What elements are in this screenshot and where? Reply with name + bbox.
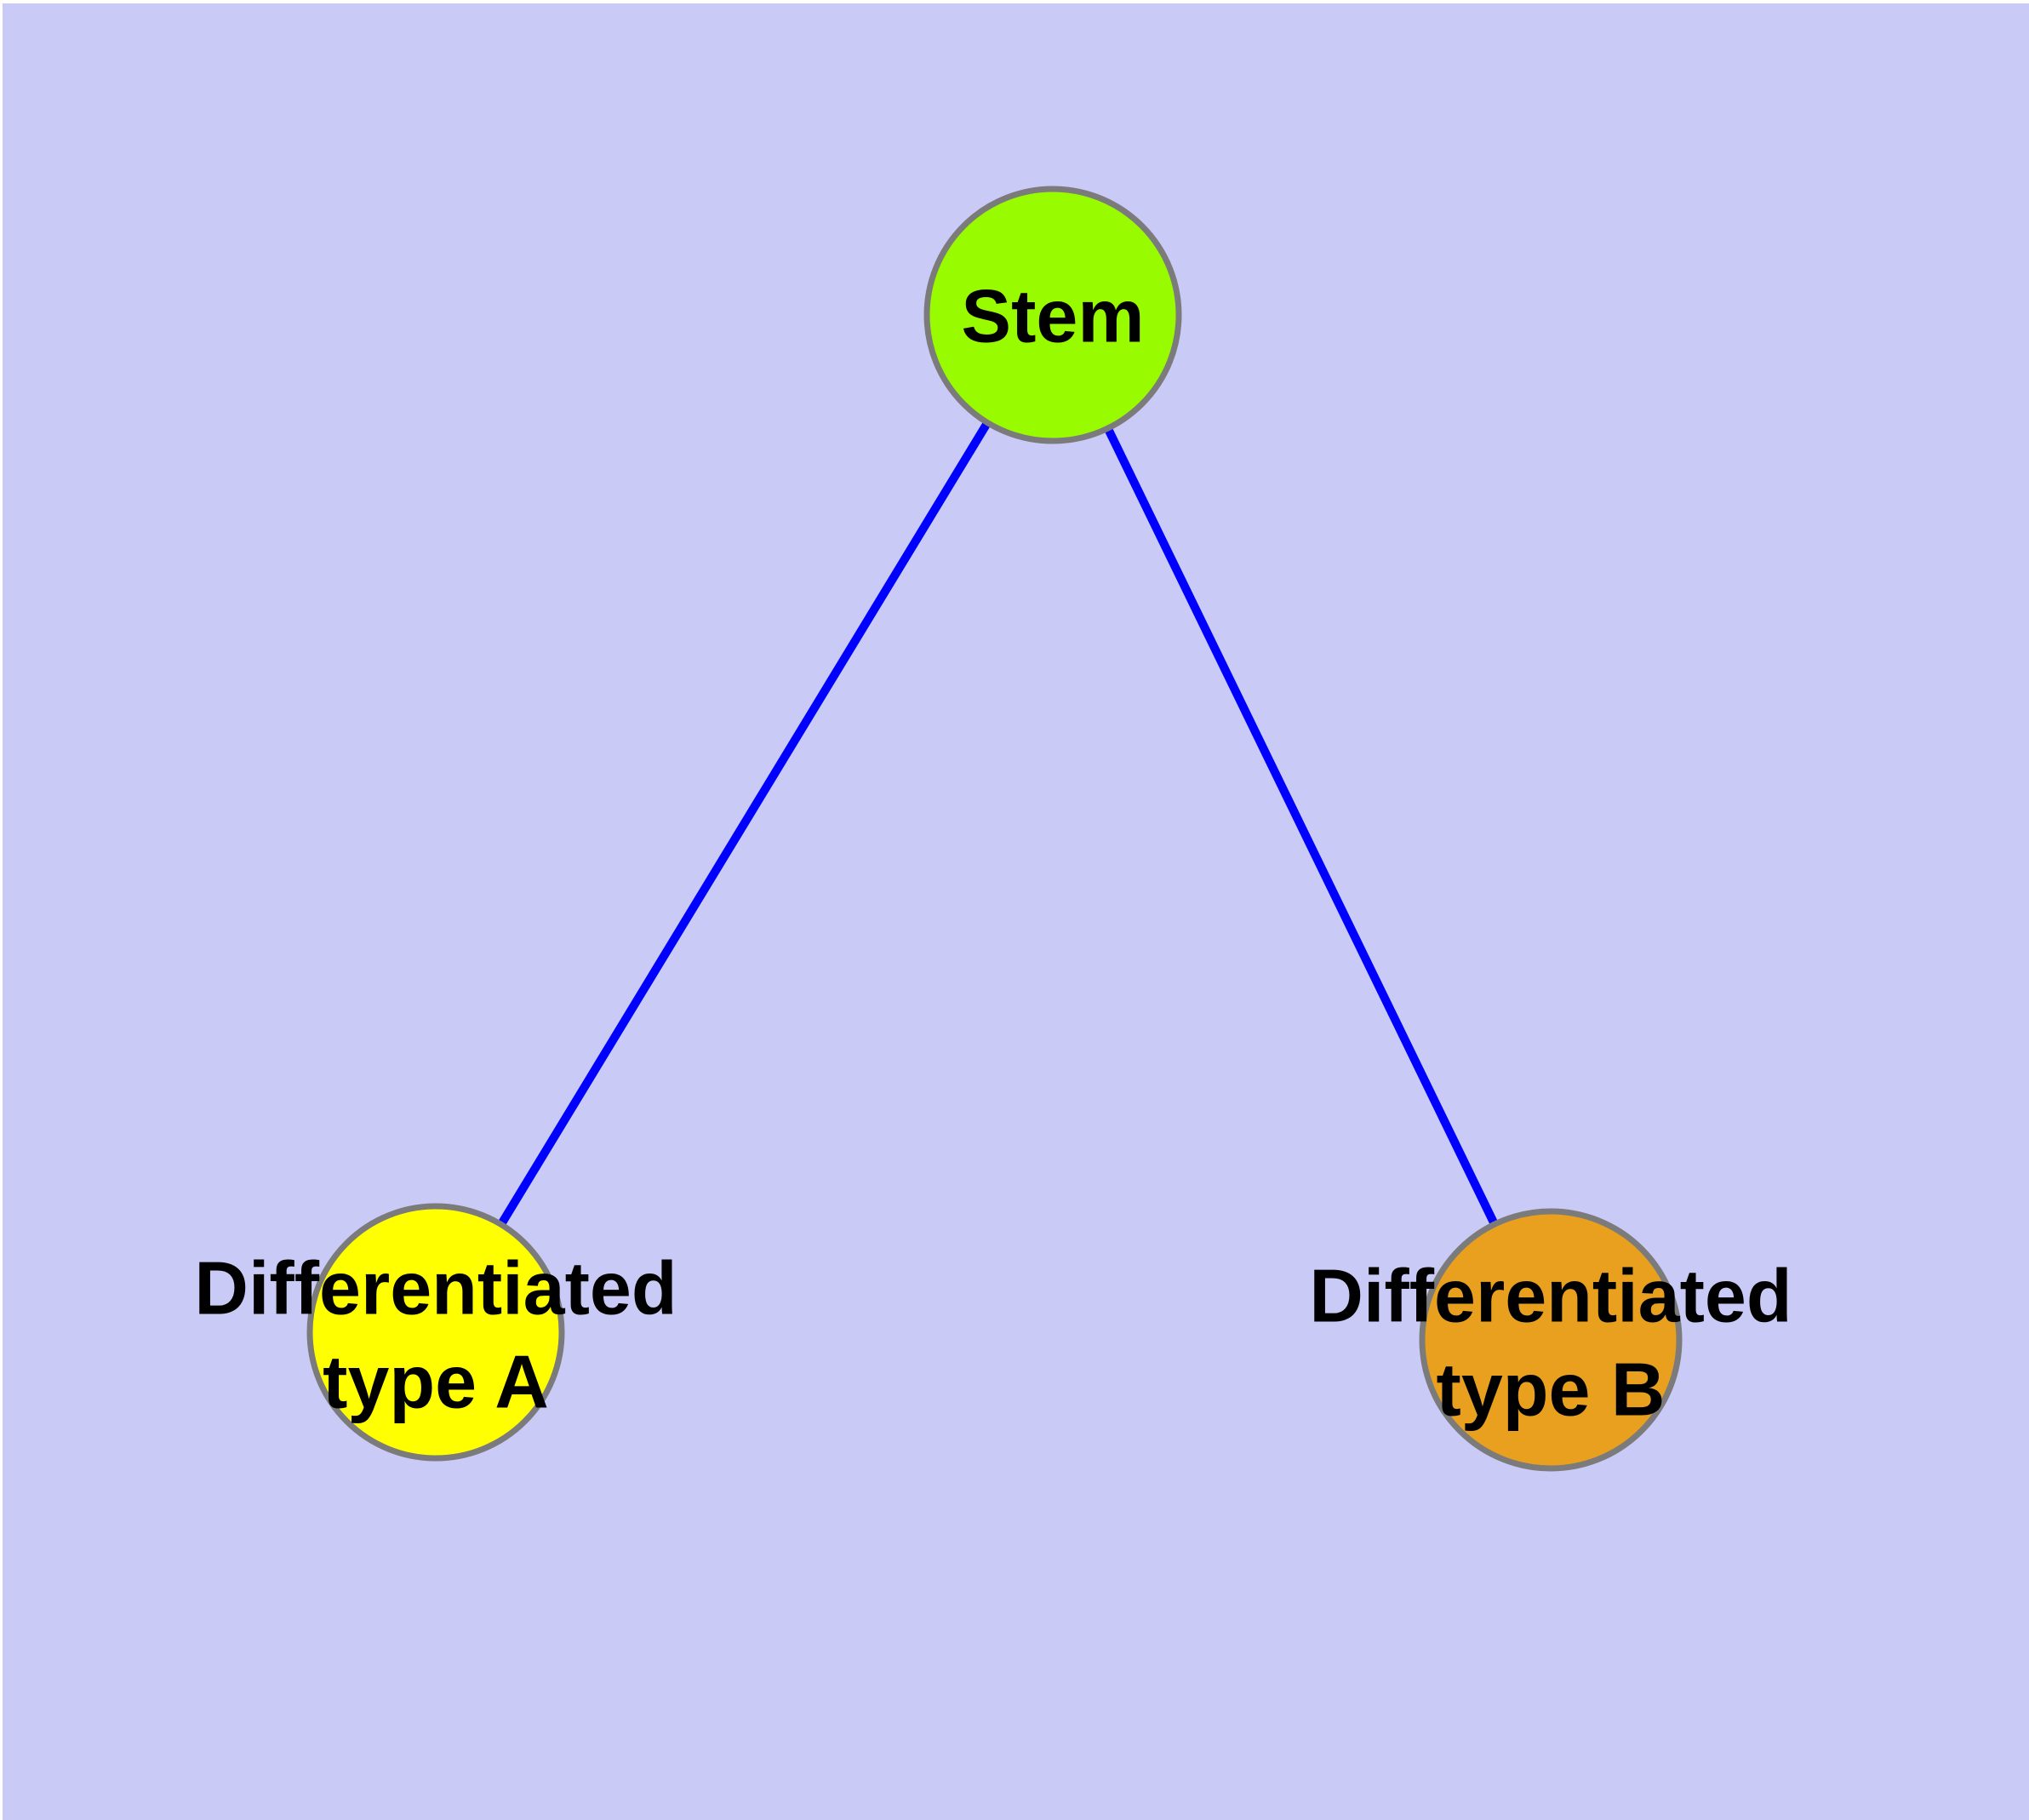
edge-stem-to-type-a bbox=[432, 312, 1057, 1335]
node-type-b-label-line1: Differentiated bbox=[1309, 1254, 1792, 1338]
node-type-b-label-line2: type B bbox=[1437, 1348, 1666, 1432]
node-type-a-label-line1: Differentiated bbox=[194, 1246, 677, 1331]
node-differentiated-type-a bbox=[306, 1203, 565, 1462]
node-differentiated-type-b bbox=[1419, 1208, 1683, 1472]
node-stem-label: Stem bbox=[961, 274, 1144, 358]
node-stem bbox=[923, 186, 1182, 444]
node-type-a-label-line2: type A bbox=[323, 1340, 549, 1424]
edge-stem-to-type-b bbox=[1049, 312, 1555, 1342]
